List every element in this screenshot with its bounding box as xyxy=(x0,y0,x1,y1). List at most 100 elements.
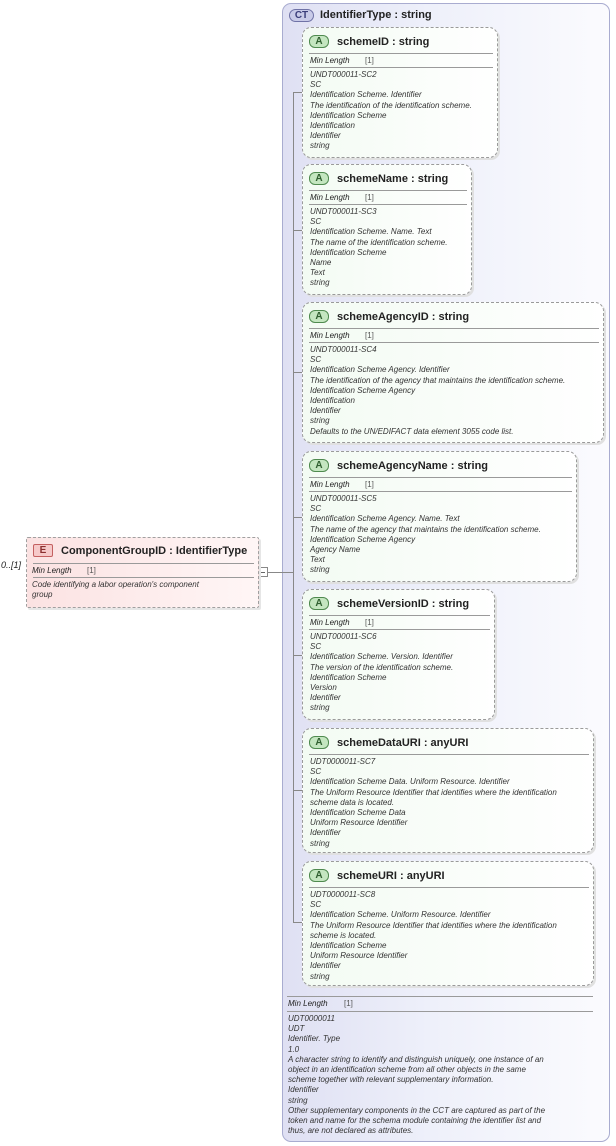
ct-facet-label: Min Length xyxy=(288,999,328,1008)
element-box[interactable]: E ComponentGroupID : IdentifierType Min … xyxy=(26,537,259,608)
doc-line: Identifier xyxy=(310,131,341,141)
attribute-separator xyxy=(309,190,467,191)
attribute-scheme-id[interactable]: A schemeID : string Min Length [1] UNDT0… xyxy=(302,27,498,158)
doc-line: Identification Scheme xyxy=(310,672,387,682)
attribute-type: string xyxy=(438,597,470,610)
attribute-scheme-agency-name[interactable]: A schemeAgencyName : string Min Length [… xyxy=(302,451,577,582)
attribute-title: schemeVersionID : string xyxy=(337,597,470,610)
ct-separator xyxy=(287,1011,593,1012)
attribute-scheme-uri[interactable]: A schemeURI : anyURI UDT0000011-SC8 SC I… xyxy=(302,861,594,986)
doc-line: Identifier xyxy=(288,1085,319,1095)
doc-line: scheme together with relevant supplement… xyxy=(288,1075,494,1085)
attribute-separator xyxy=(309,204,467,205)
attribute-separator xyxy=(309,477,572,478)
attribute-documentation: UNDT000011-SC3 SC Identification Scheme.… xyxy=(310,207,447,289)
facet-value: [1] xyxy=(365,193,374,202)
doc-line: token and name for the schema module con… xyxy=(288,1116,542,1126)
doc-line: string xyxy=(310,278,330,288)
attribute-separator xyxy=(309,342,599,343)
doc-line: SC xyxy=(310,355,322,365)
attribute-name: schemeAgencyName xyxy=(337,459,448,472)
attribute-type: string xyxy=(457,459,489,472)
attribute-separator xyxy=(309,67,493,68)
attribute-scheme-data-uri[interactable]: A schemeDataURI : anyURI UDT0000011-SC7 … xyxy=(302,728,594,853)
doc-line: Identification Scheme. Identifier xyxy=(310,90,422,100)
doc-line: Identifier xyxy=(310,961,341,971)
doc-line: SC xyxy=(310,642,322,652)
ct-separator xyxy=(287,996,593,997)
facet-label: Min Length xyxy=(310,618,350,627)
attribute-type: string xyxy=(417,172,449,185)
attribute-title: schemeID : string xyxy=(337,35,430,48)
attribute-documentation: UDT0000011-SC7 SC Identification Scheme … xyxy=(310,757,557,849)
attribute-scheme-version-id[interactable]: A schemeVersionID : string Min Length [1… xyxy=(302,589,495,720)
doc-line: A character string to identify and disti… xyxy=(288,1054,544,1064)
facet-label: Min Length xyxy=(310,193,350,202)
attribute-icon: A xyxy=(309,869,329,882)
facet-label: Min Length xyxy=(310,331,350,340)
attribute-name: schemeID xyxy=(337,35,389,48)
doc-line: thus, are not declared as attributes. xyxy=(288,1126,414,1136)
doc-line: Uniform Resource Identifier xyxy=(310,951,408,961)
attribute-icon: A xyxy=(309,597,329,610)
attribute-type: string xyxy=(398,35,430,48)
doc-line: UDT xyxy=(288,1024,305,1034)
doc-line: SC xyxy=(310,767,322,777)
doc-line: scheme data is located. xyxy=(310,797,395,807)
doc-line: Identification Scheme. Uniform Resource.… xyxy=(310,910,491,920)
attribute-icon: A xyxy=(309,35,329,48)
doc-line: The name of the agency that maintains th… xyxy=(310,524,541,534)
doc-line: Identifier. Type xyxy=(288,1034,341,1044)
doc-line: Identifier xyxy=(310,406,341,416)
attr-connector xyxy=(293,517,303,518)
doc-line: string xyxy=(288,1095,308,1105)
doc-line: Identification Scheme Data. Uniform Reso… xyxy=(310,777,510,787)
attribute-documentation: UNDT000011-SC2 SC Identification Scheme.… xyxy=(310,70,472,152)
doc-line: string xyxy=(310,565,330,575)
doc-line: SC xyxy=(310,217,322,227)
facet-value: [1] xyxy=(365,56,374,65)
doc-line: Identifier xyxy=(310,693,341,703)
attribute-documentation: UNDT000011-SC6 SC Identification Scheme.… xyxy=(310,632,453,714)
attribute-icon: A xyxy=(309,459,329,472)
connector-line xyxy=(259,572,293,573)
element-name: ComponentGroupID xyxy=(61,544,167,557)
element-facet-value: [1] xyxy=(87,566,96,575)
doc-line: Identification Scheme. Version. Identifi… xyxy=(310,652,453,662)
attribute-scheme-name[interactable]: A schemeName : string Min Length [1] UND… xyxy=(302,164,472,295)
facet-label: Min Length xyxy=(310,56,350,65)
attribute-name: schemeVersionID xyxy=(337,597,429,610)
doc-line: UNDT000011-SC3 xyxy=(310,207,377,216)
doc-line: Identification Scheme Agency. Identifier xyxy=(310,365,450,375)
attribute-title: schemeAgencyID : string xyxy=(337,310,470,323)
facet-value: [1] xyxy=(365,331,374,340)
doc-line: 1.0 xyxy=(288,1044,300,1054)
attribute-type: anyURI xyxy=(406,869,445,882)
complex-type-name: IdentifierType xyxy=(320,9,392,21)
doc-line: Identification xyxy=(310,121,355,131)
doc-line: Text xyxy=(310,268,325,278)
doc-line: Identifier xyxy=(310,828,341,838)
doc-line: UDT0000011-SC8 xyxy=(310,890,376,899)
doc-line: string xyxy=(310,971,330,981)
attribute-icon: A xyxy=(309,172,329,185)
doc-line: The identification of the identification… xyxy=(310,100,472,110)
facet-label: Min Length xyxy=(310,480,350,489)
complex-type-base: string xyxy=(401,9,432,21)
doc-line: The version of the identification scheme… xyxy=(310,662,454,672)
attribute-scheme-agency-id[interactable]: A schemeAgencyID : string Min Length [1]… xyxy=(302,302,604,443)
attr-connector xyxy=(293,372,303,373)
attribute-separator xyxy=(309,887,589,888)
complex-type-header: CT IdentifierType : string xyxy=(289,7,432,23)
doc-line: SC xyxy=(310,900,322,910)
doc-line: Uniform Resource Identifier xyxy=(310,818,408,828)
doc-line: string xyxy=(310,703,330,713)
doc-line: Identification Scheme xyxy=(310,247,387,257)
doc-line: The Uniform Resource Identifier that ide… xyxy=(310,920,557,930)
attribute-documentation: UNDT000011-SC4 SC Identification Scheme … xyxy=(310,345,565,437)
doc-line: The name of the identification scheme. xyxy=(310,237,448,247)
sequence-compositor-icon[interactable] xyxy=(258,567,268,577)
attribute-icon: A xyxy=(309,736,329,749)
doc-line: string xyxy=(310,416,330,426)
doc-line: Identification Scheme Agency xyxy=(310,534,416,544)
